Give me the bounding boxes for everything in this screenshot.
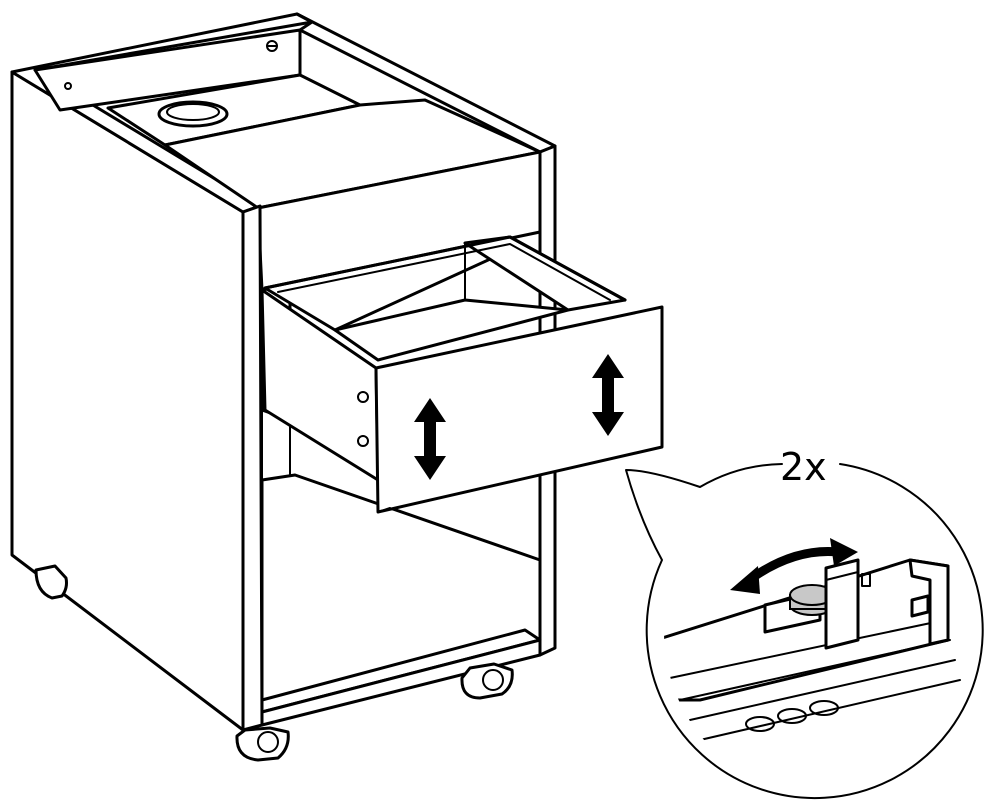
- drawer-screw-upper: [357, 391, 369, 403]
- adjustment-clip: [824, 558, 860, 650]
- drawer-runner-detail: [664, 538, 961, 741]
- double-headed-vertical-arrow-icon: [592, 354, 624, 436]
- drawer-screw-lower: [357, 435, 369, 447]
- quantity-label: 2x: [780, 445, 827, 489]
- pen-tray-round-cutout: [157, 100, 229, 128]
- open-drawer: [260, 235, 664, 514]
- curved-double-headed-arrow-icon: [730, 538, 858, 594]
- detail-callout: 2x: [625, 445, 984, 800]
- cabinet-bottom-rail: [260, 638, 542, 727]
- cabinet-top-rim-back: [295, 12, 557, 154]
- double-headed-vertical-arrow-icon: [414, 398, 446, 480]
- caster-wheel-front-left: [235, 726, 290, 762]
- open-drawer-floor: [333, 298, 570, 362]
- cabinet-front-left-post: [241, 204, 264, 732]
- callout-bubble: [625, 463, 984, 800]
- top-drawer-top-surface: [163, 98, 542, 210]
- caster-wheels: [34, 564, 514, 762]
- screw-head-left: [64, 82, 72, 90]
- caster-wheel-back-left: [34, 564, 68, 600]
- caster-wheel-front-right: [460, 662, 514, 700]
